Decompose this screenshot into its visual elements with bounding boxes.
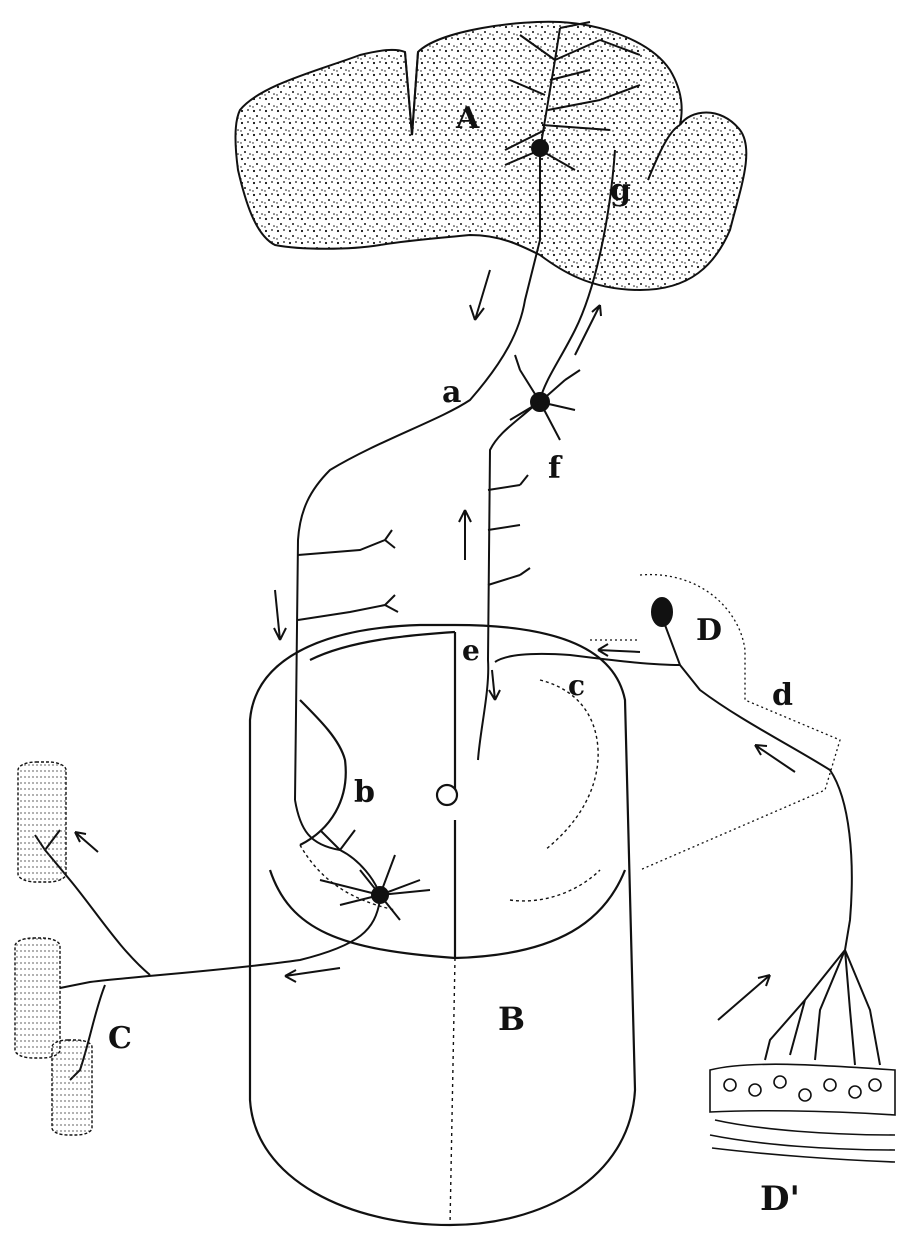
label-c-lower: c	[568, 669, 585, 702]
cortex-region	[234, 20, 748, 292]
label-d: d	[772, 678, 793, 713]
pyramidal-neuron	[294, 21, 641, 801]
label-A: A	[455, 101, 480, 136]
label-C: C	[108, 1021, 132, 1056]
muscle-fibres	[14, 761, 93, 1136]
label-B: B	[498, 1000, 525, 1038]
label-f: f	[548, 451, 563, 486]
label-b: b	[354, 775, 375, 810]
label-g: g	[610, 173, 631, 208]
descending-collaterals	[297, 529, 399, 621]
motor-neuron	[34, 799, 431, 1081]
ascending-fibre	[477, 149, 616, 761]
direction-arrows	[74, 269, 796, 1021]
spinal-cord	[248, 623, 637, 1227]
sensory-neuron	[494, 573, 881, 1066]
label-a: a	[442, 375, 461, 410]
label-e: e	[462, 634, 480, 667]
diagram-labels: A g a f e c D d b B C D'	[108, 101, 800, 1219]
label-D-prime: D'	[760, 1179, 800, 1219]
label-D-ganglion: D	[696, 613, 722, 648]
skin-tissue	[709, 1063, 896, 1163]
